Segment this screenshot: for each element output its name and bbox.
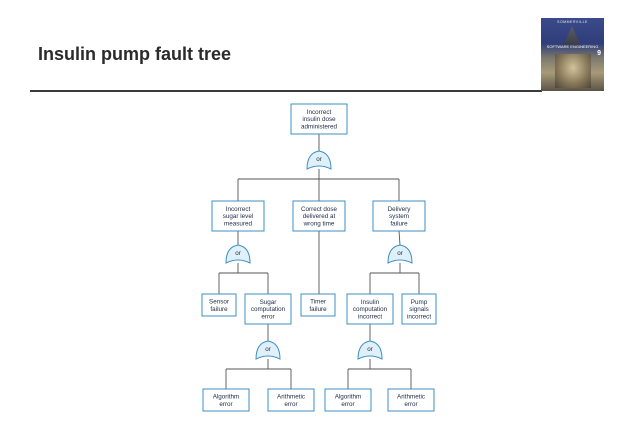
event-label-line: failure (210, 306, 228, 313)
event-label-line: Pump (411, 299, 428, 306)
event-box-frame (387, 388, 435, 412)
event-label-line: error (219, 401, 232, 408)
or-gate-label: or (265, 346, 271, 353)
event-box-frame (211, 200, 265, 232)
or-gate-g_insulin_comp: or (357, 340, 383, 360)
or-gate-shape (306, 150, 332, 170)
or-gate-shape (387, 244, 413, 264)
event-box-frame (346, 293, 394, 325)
event-label-line: computation (353, 306, 388, 313)
or-gate-shape (357, 340, 383, 360)
or-gate-shape (255, 340, 281, 360)
event-label-line: wrong time (303, 220, 335, 227)
event-box-frame (267, 388, 315, 412)
event-box-frame (202, 388, 250, 412)
event-label-line: Sensor (209, 299, 229, 306)
event-label-line: failure (309, 306, 327, 313)
event-label-line: Insulin (361, 299, 380, 306)
slide-title: Insulin pump fault tree (38, 44, 232, 64)
event-label-line: error (284, 401, 297, 408)
event-label-line: administered (301, 123, 338, 130)
event-label-line: error (341, 401, 354, 408)
connector-line (398, 230, 401, 246)
event-box-frame (324, 388, 372, 412)
event-label-line: Timer (310, 299, 326, 306)
event-box-frame (292, 200, 346, 232)
event-label-line: error (261, 313, 274, 320)
or-gate-g_sugar_comp: or (255, 340, 281, 360)
event-box-frame (244, 293, 292, 325)
event-label-line: failure (390, 220, 408, 227)
event-box-frame (300, 293, 336, 317)
event-label-line: Incorrect (226, 206, 251, 213)
event-label-line: incorrect (358, 313, 382, 320)
event-label-line: incorrect (407, 313, 431, 320)
book-cover-image: SOMMERVILLE SOFTWARE ENGINEERING 9 (541, 18, 604, 91)
event-label-line: Algorithm (335, 394, 362, 401)
event-box-frame (372, 200, 426, 232)
or-gate-g_top: or (306, 150, 332, 170)
event-label-line: Arithmetic (397, 394, 425, 401)
cover-title: SOFTWARE ENGINEERING (546, 44, 599, 49)
or-gate-shape (225, 244, 251, 264)
event-box-frame (401, 293, 437, 325)
or-gate-g_delivery: or (387, 244, 413, 264)
event-label-line: Algorithm (213, 394, 240, 401)
or-gate-label: or (397, 250, 403, 257)
event-label-line: Arithmetic (277, 394, 305, 401)
cover-edition: 9 (597, 50, 601, 57)
event-label-line: computation (251, 306, 286, 313)
event-box-frame (290, 103, 348, 135)
event-label-line: Delivery (388, 206, 412, 213)
event-label-line: system (389, 213, 409, 220)
event-label-line: signals (409, 306, 429, 313)
or-gate-g_sugar: or (225, 244, 251, 264)
or-gate-label: or (367, 346, 373, 353)
title-underline (30, 90, 542, 92)
or-gate-label: or (316, 156, 322, 163)
cover-figure (555, 54, 591, 88)
event-label-line: sugar level (223, 213, 253, 220)
event-label-line: measured (224, 220, 252, 227)
event-label-line: Sugar (260, 299, 277, 306)
or-gate-label: or (235, 250, 241, 257)
event-label-line: delivered at (303, 213, 336, 220)
event-label-line: error (404, 401, 417, 408)
cover-author: SOMMERVILLE (557, 20, 588, 24)
event-label-line: Correct dose (301, 206, 338, 213)
event-box-frame (201, 293, 237, 317)
event-label-line: Incorrect (307, 109, 332, 116)
event-label-line: insulin dose (302, 116, 336, 123)
